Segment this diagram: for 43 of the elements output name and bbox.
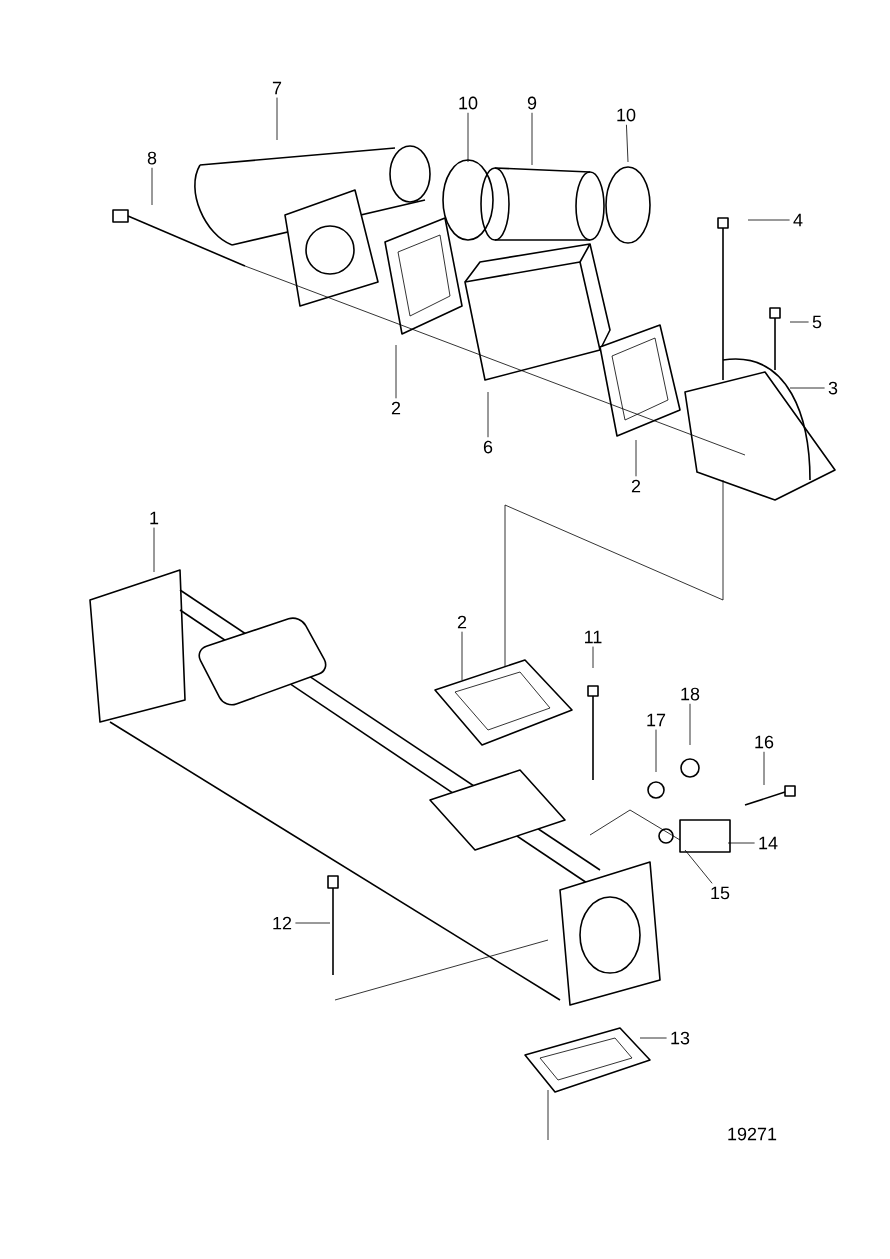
- callout-number: 6: [483, 440, 493, 454]
- leader-line: [395, 344, 397, 399]
- leader-line: [592, 646, 594, 669]
- callout-number: 4: [793, 213, 803, 227]
- callout-number: 18: [681, 687, 700, 701]
- callout-number: 11: [585, 630, 602, 644]
- leader-line: [655, 729, 657, 773]
- leader-line: [635, 439, 637, 477]
- callout-number: 8: [147, 151, 157, 165]
- leader-line: [747, 219, 790, 221]
- leader-line: [295, 922, 331, 924]
- callout-number: 16: [755, 735, 774, 749]
- callout-number: 2: [631, 479, 641, 493]
- drawing-number: 19271: [728, 1127, 777, 1141]
- callout-number: 10: [617, 108, 636, 122]
- leader-line: [467, 112, 469, 163]
- callout-number: 7: [272, 81, 282, 95]
- callout-number: 9: [527, 96, 537, 110]
- callout-number: 12: [273, 916, 292, 930]
- leader-line: [789, 321, 809, 323]
- callout-number: 5: [812, 315, 822, 329]
- leader-line: [763, 751, 765, 786]
- leader-line: [789, 387, 825, 389]
- leader-line: [727, 842, 755, 844]
- callout-number: 10: [459, 96, 478, 110]
- leader-line: [626, 124, 629, 163]
- leader-line: [461, 631, 463, 681]
- callout-number: 15: [711, 886, 730, 900]
- leader-line: [684, 849, 713, 884]
- leader-line: [151, 167, 153, 206]
- leader-line: [487, 391, 489, 438]
- callout-number: 14: [759, 836, 778, 850]
- callout-number: 13: [671, 1031, 690, 1045]
- callout-number: 2: [457, 615, 467, 629]
- leader-line: [276, 97, 278, 141]
- callout-number: 3: [828, 381, 838, 395]
- callout-number: 2: [391, 401, 401, 415]
- leader-line: [639, 1037, 667, 1039]
- leader-line: [531, 112, 533, 166]
- callout-number: 17: [647, 713, 666, 727]
- callout-number: 1: [150, 511, 159, 525]
- leader-line: [153, 527, 155, 573]
- leader-line: [689, 703, 691, 746]
